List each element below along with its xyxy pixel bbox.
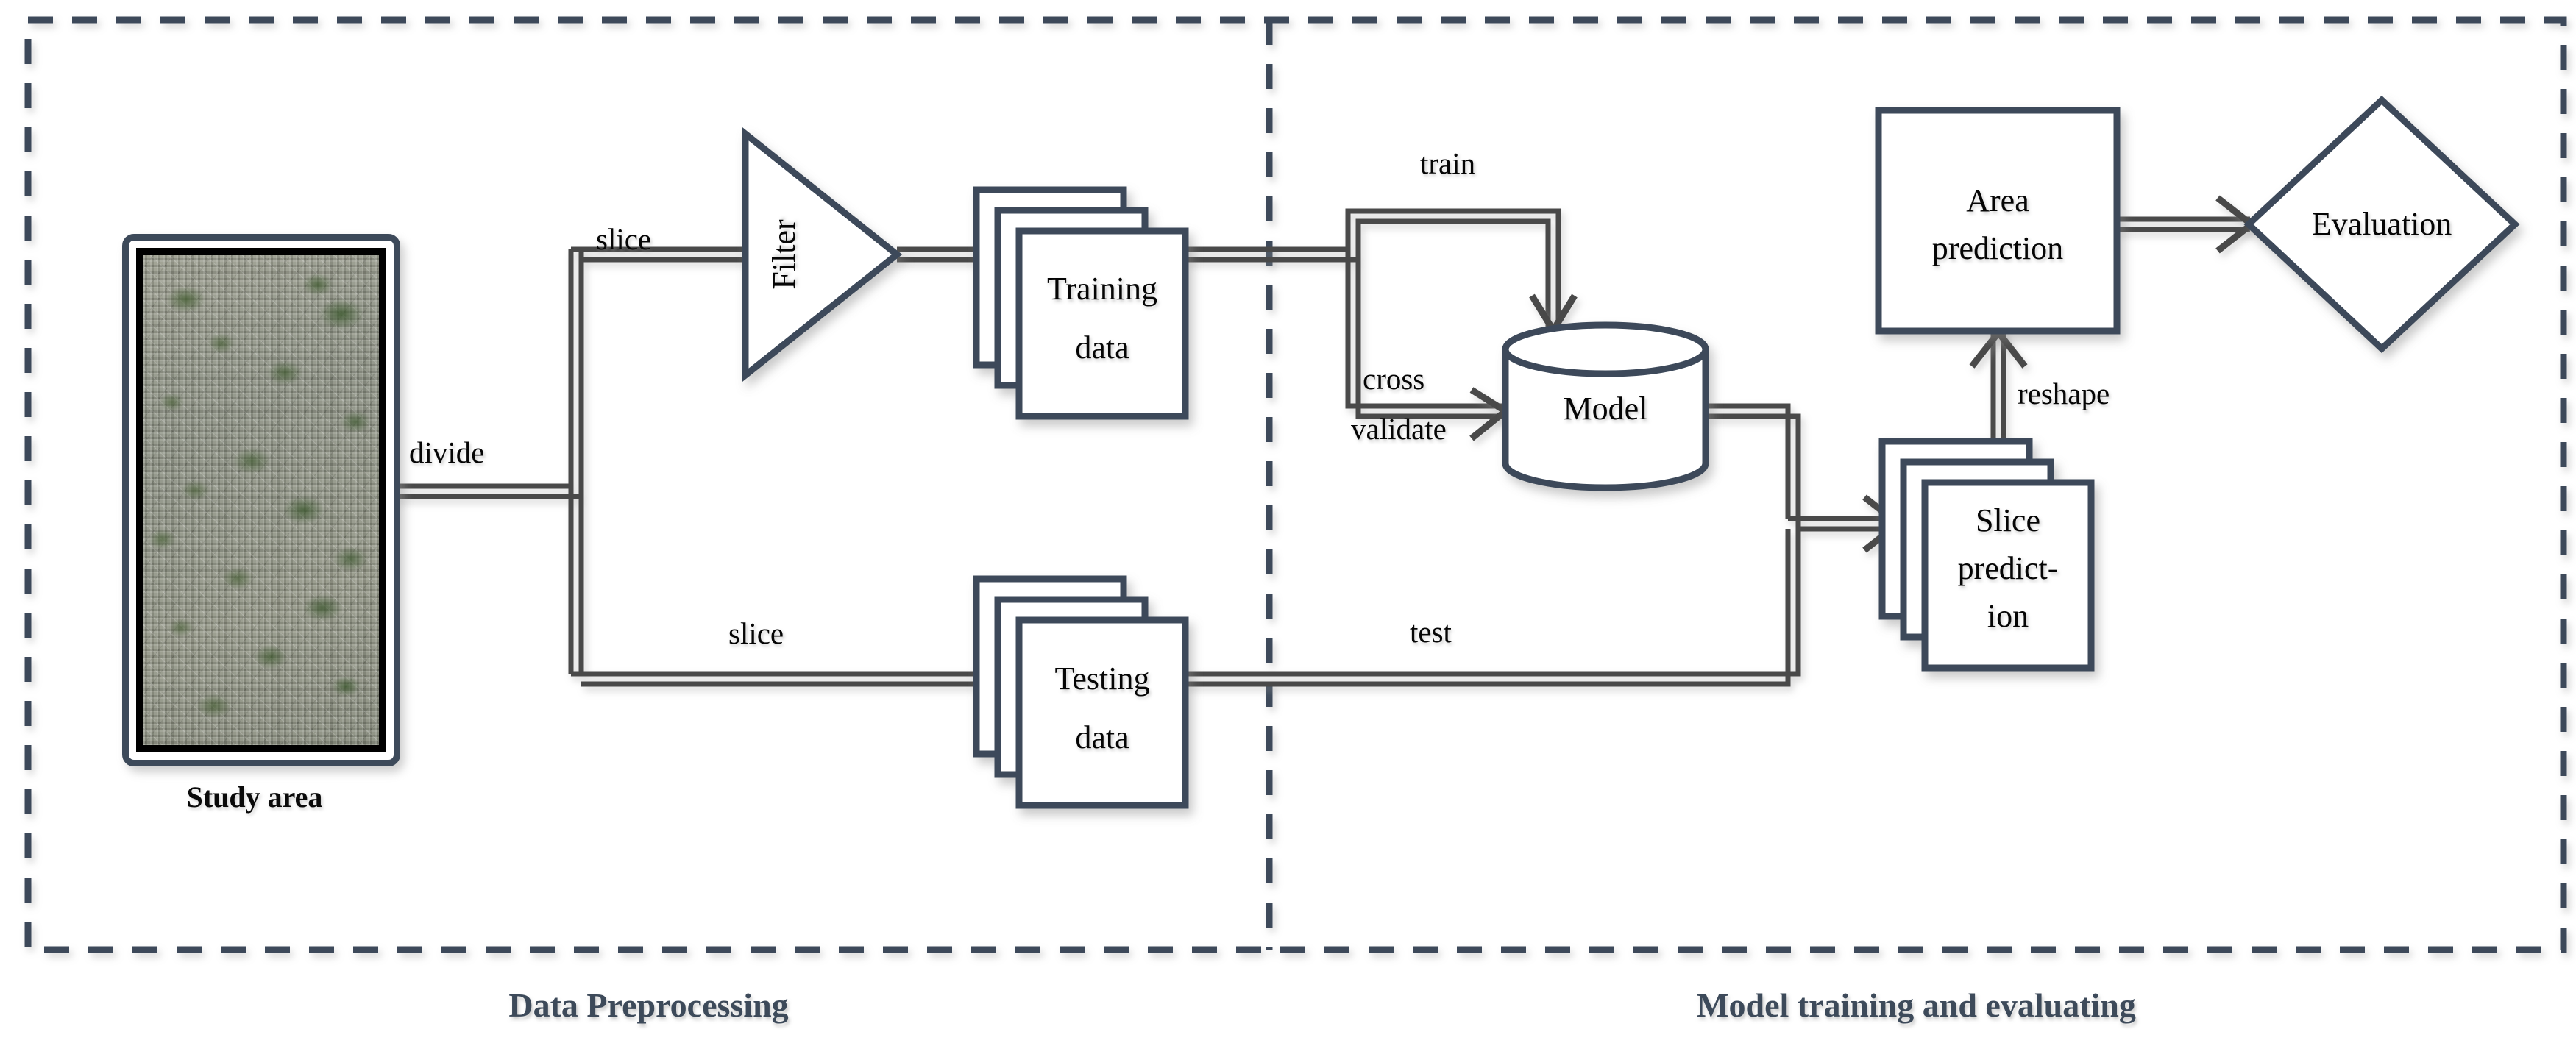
training-data-label-line2: data <box>1075 330 1129 366</box>
edge-label-train: train <box>1420 146 1476 180</box>
training-data-label-line1: Training <box>1047 271 1157 307</box>
edge-label-divide: divide <box>409 435 485 469</box>
arrowhead-area-prediction <box>1969 327 2028 369</box>
slice-prediction-label-line3: ion <box>1987 598 2029 634</box>
edge-label-test: test <box>1410 615 1452 649</box>
study-area-inner-frame <box>136 248 386 752</box>
filter-label: Filter <box>766 219 802 290</box>
edge-slice-bottom <box>571 671 1016 687</box>
edge-cross-validate <box>1345 249 1504 419</box>
edge-evaluate <box>2117 216 2250 232</box>
edge-label-reshape: reshape <box>2018 377 2110 410</box>
area-prediction-label-line1: Area <box>1966 182 2029 218</box>
evaluation-label: Evaluation <box>2311 206 2452 242</box>
edge-label-slice-bottom: slice <box>728 616 784 650</box>
slice-prediction-label-line1: Slice <box>1976 502 2040 538</box>
testing-data-shape[interactable] <box>973 575 1189 809</box>
filter-shape[interactable] <box>742 127 903 382</box>
model-shape[interactable] <box>1502 321 1709 491</box>
edge-label-validate: validate <box>1351 412 1447 446</box>
slice-prediction-label-line2: predict- <box>1957 550 2059 586</box>
edge-model-out <box>1706 403 1801 519</box>
edge-label-slice-top: slice <box>596 222 652 256</box>
evaluation-shape[interactable] <box>2243 95 2520 354</box>
satellite-imagery <box>143 255 379 745</box>
slice-prediction-shape[interactable] <box>1878 438 2095 672</box>
caption-model-training: Model training and evaluating <box>1697 986 2136 1024</box>
training-data-shape[interactable] <box>973 186 1189 420</box>
testing-data-label-line2: data <box>1075 719 1129 755</box>
testing-data-label-line1: Testing <box>1054 661 1150 697</box>
edge-divide <box>394 249 584 674</box>
area-prediction-shape[interactable] <box>1875 107 2121 335</box>
study-area-caption: Study area <box>186 780 323 814</box>
edge-label-cross: cross <box>1363 362 1425 396</box>
edge-train <box>1185 208 1561 329</box>
edge-test <box>1185 519 1801 687</box>
dashed-container <box>24 16 2567 953</box>
study-area-frame[interactable] <box>122 234 400 766</box>
area-prediction-label-line2: prediction <box>1931 230 2064 266</box>
model-label: Model <box>1563 391 1648 427</box>
caption-data-preprocessing: Data Preprocessing <box>508 986 789 1024</box>
